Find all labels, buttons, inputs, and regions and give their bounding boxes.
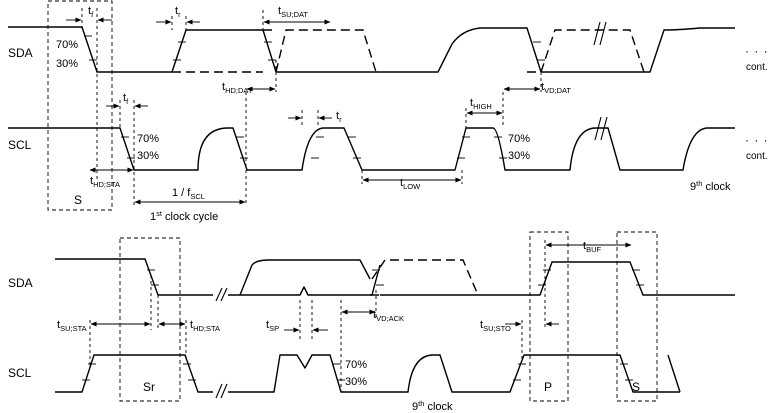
tbuf-label: tBUF bbox=[583, 240, 601, 254]
sda-dashed-bottom bbox=[370, 259, 479, 296]
scl-70-label: 70% bbox=[137, 133, 159, 145]
ninth-clock-label-bottom: 9th clock bbox=[412, 399, 453, 413]
tsudat-label: tSU;DAT bbox=[278, 5, 308, 19]
scl-30-label: 30% bbox=[137, 150, 159, 162]
stop-condition-box bbox=[529, 231, 569, 402]
start-condition-box bbox=[47, 0, 113, 211]
ninth-clock-label-top: 9th clock bbox=[690, 179, 731, 193]
stop-condition-label: P bbox=[544, 380, 552, 394]
scl-waveform-bottom bbox=[55, 354, 680, 393]
scl-label-bottom: SCL bbox=[8, 366, 32, 380]
scl-label: SCL bbox=[8, 138, 32, 152]
start-condition-label-2: S bbox=[632, 380, 640, 394]
sda-break-mark bbox=[599, 21, 607, 46]
sda-70-label: 70% bbox=[56, 39, 78, 51]
tvddat-label: tVD;DAT bbox=[541, 81, 571, 95]
tr-label: tr bbox=[175, 5, 181, 19]
scl-30-label-bottom: 30% bbox=[345, 376, 367, 388]
repeated-start-box bbox=[119, 237, 181, 402]
guide-lines-top bbox=[81, 8, 542, 205]
sda-cont-label: cont. bbox=[746, 62, 768, 73]
top-diagram: SDA SCL 70% 30% 70% 30% 70% 30% tf tr tS… bbox=[8, 0, 769, 223]
repeated-start-label: Sr bbox=[143, 380, 155, 394]
scl-30-label-2: 30% bbox=[508, 150, 530, 162]
tvdack-label: tVD;ACK bbox=[373, 309, 404, 323]
sda-high-bump bbox=[239, 259, 371, 296]
tlow-label: tLOW bbox=[400, 177, 421, 191]
timing-arrows-bottom bbox=[90, 242, 632, 333]
thigh-label: tHIGH bbox=[470, 97, 492, 111]
tsusto-label: tSU;STO bbox=[480, 319, 511, 333]
sda-break-mark bbox=[593, 21, 601, 46]
scl-break-mark bbox=[594, 116, 602, 141]
sda-30-label: 30% bbox=[56, 58, 78, 70]
sda-label-bottom: SDA bbox=[8, 276, 33, 290]
first-clock-cycle-label: 1st clock cycle bbox=[150, 209, 218, 223]
tr-scl-label: tr bbox=[336, 110, 342, 124]
start-condition-box-2 bbox=[616, 231, 658, 402]
bottom-diagram: SDA SCL 70% 30% tSU;STA tHD;STA tSP tVD;… bbox=[8, 231, 735, 413]
thdsta-label: tHD;STA bbox=[90, 175, 120, 189]
sda-break-mark bbox=[215, 287, 223, 302]
fscl-label: 1 / fSCL bbox=[172, 187, 205, 201]
scl-70-label-2: 70% bbox=[508, 133, 530, 145]
sda-label: SDA bbox=[8, 46, 33, 60]
scl-continuation-dots: · · · bbox=[745, 133, 769, 147]
guide-lines-bottom bbox=[89, 240, 546, 392]
tsusta-label: tSU;STA bbox=[57, 319, 87, 333]
scl-break-mark bbox=[220, 383, 228, 399]
thddat-label: tHD;DAT bbox=[222, 81, 253, 95]
sda-continuation-dots: · · · bbox=[745, 44, 769, 58]
thdsta-label-bottom: tHD;STA bbox=[190, 319, 220, 333]
scl-break-mark bbox=[215, 383, 223, 399]
tsp-label: tSP bbox=[266, 319, 279, 333]
tf-label: tf bbox=[88, 5, 94, 19]
scl-waveform-top bbox=[8, 127, 735, 171]
scl-break-mark bbox=[600, 116, 608, 141]
level-ticks-top bbox=[84, 35, 545, 159]
sda-break-mark bbox=[220, 287, 228, 302]
scl-70-label-bottom: 70% bbox=[345, 359, 367, 371]
sda-waveform-top bbox=[8, 26, 735, 73]
sda-dashed-top bbox=[172, 29, 645, 73]
scl-end-segment bbox=[667, 354, 681, 393]
start-condition-label: S bbox=[74, 193, 82, 207]
timing-arrows-top bbox=[66, 17, 541, 205]
tf-scl-label: tf bbox=[123, 92, 129, 106]
scl-cont-label: cont. bbox=[746, 151, 768, 162]
sda-waveform-bottom bbox=[55, 258, 735, 296]
